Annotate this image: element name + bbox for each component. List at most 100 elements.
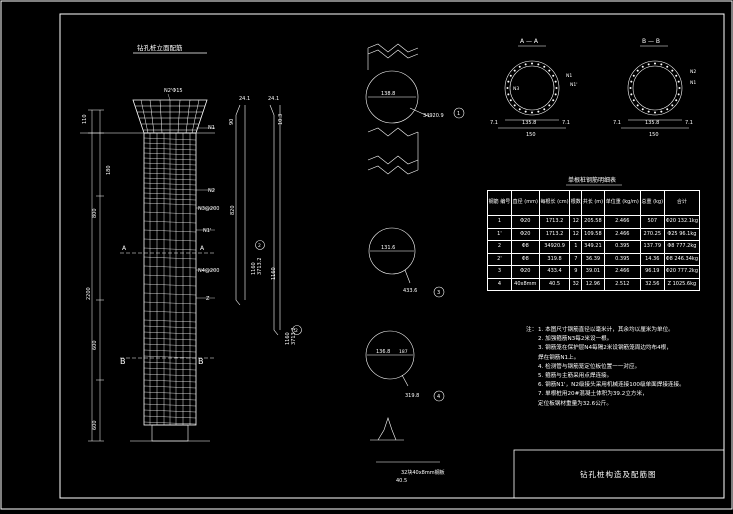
dim-3713-a: 3713.2 bbox=[257, 258, 263, 276]
note-item: 4. 检测管与钢筋笼定位板位置一一对应。 bbox=[538, 363, 641, 370]
table-cell: 32 bbox=[569, 277, 583, 291]
note-item: 定位板钢材重量为32.6公斤。 bbox=[538, 400, 612, 407]
table-cell: 2.466 bbox=[603, 227, 641, 241]
note-item: 7. 单根桩用20#混凝土体积为39.2立方米， bbox=[538, 391, 648, 398]
dim-2200: 2200 bbox=[86, 287, 92, 300]
dim-180: 180 bbox=[106, 165, 112, 175]
table-cell: 205.58 bbox=[581, 215, 605, 229]
aa-d4: 7.1 bbox=[562, 120, 570, 126]
bb-n2: N2 bbox=[690, 69, 696, 75]
aa-n1p: N1' bbox=[570, 82, 577, 88]
label-n1p: N1' bbox=[203, 228, 211, 234]
table-header: 直径 (mm) bbox=[510, 190, 540, 216]
section-b-left: B bbox=[120, 357, 126, 366]
bb-d3: 7.1 bbox=[613, 120, 621, 126]
table-cell: 0.395 bbox=[603, 240, 641, 254]
table-cell: 7 bbox=[569, 252, 583, 266]
ring1-len: 34920.9 bbox=[423, 113, 444, 119]
title-block bbox=[513, 449, 725, 499]
bar-shapes: 24.1 90 820 1160 3713.2 2 24.1 10.3 1160… bbox=[229, 96, 302, 345]
table-cell: 12.96 bbox=[581, 277, 605, 291]
table-cell: 34920.9 bbox=[538, 240, 571, 254]
table-cell: Φ20 bbox=[510, 227, 540, 241]
table-cell: 2.466 bbox=[603, 265, 641, 279]
inner-border bbox=[59, 13, 725, 499]
table-cell: 36.39 bbox=[581, 252, 605, 266]
table-header: 总重 (kg) bbox=[639, 190, 665, 216]
label-n4: N4@200 bbox=[198, 268, 219, 274]
table-cell: 1713.2 bbox=[538, 215, 571, 229]
table-cell: 39.01 bbox=[581, 265, 605, 279]
plate-dim: 40.5 bbox=[396, 478, 407, 484]
table-cell: 4 bbox=[487, 277, 512, 291]
table-header: 根数 bbox=[569, 190, 583, 216]
aa-n3: N3 bbox=[513, 86, 519, 92]
label-n2: N2 bbox=[208, 188, 215, 194]
table-cell: 2.466 bbox=[603, 215, 641, 229]
note-item: 1. 本图尺寸钢筋直径以毫米计，其余均以厘米为单位。 bbox=[538, 327, 674, 333]
ring3-len: 319.8 bbox=[405, 393, 419, 399]
dim-3713-b: 3713.2 bbox=[291, 328, 297, 346]
ring3-no: 4 bbox=[437, 394, 440, 400]
ring1-no: 1 bbox=[457, 111, 460, 117]
table-cell: 12 bbox=[569, 227, 583, 241]
aa-d2: 150 bbox=[526, 132, 536, 138]
drawing-title: 钻孔桩构造及配筋图 bbox=[580, 470, 657, 479]
label-n2-top: N2'Φ15 bbox=[164, 88, 183, 94]
table-cell: 14.36 bbox=[639, 252, 665, 266]
table-cell: 2' bbox=[487, 252, 512, 266]
table-cell: 32.56 bbox=[639, 277, 665, 291]
bb-d2: 150 bbox=[649, 132, 659, 138]
label-z: Z bbox=[206, 296, 210, 302]
table-cell: 1 bbox=[569, 240, 583, 254]
table-cell: 9 bbox=[569, 265, 583, 279]
dim-10-3: 10.3 bbox=[278, 114, 284, 125]
dim-1603: 1160 bbox=[271, 267, 277, 280]
ring2-len: 433.6 bbox=[403, 288, 417, 294]
aa-n1: N1 bbox=[566, 73, 572, 79]
note-item: 5. 箍筋与主筋采用点焊连接。 bbox=[538, 373, 613, 380]
aa-d3: 7.1 bbox=[490, 120, 498, 126]
table-header: 钢筋 编号 bbox=[487, 190, 512, 216]
table-cell: Φ8 bbox=[510, 252, 540, 266]
ring2-dia: 131.6 bbox=[381, 245, 395, 251]
table-cell: Φ8 777.2kg bbox=[663, 240, 701, 254]
note-item: 3. 钢筋笼在保护层N4每隔2米设钢筋笼周边均布4根， bbox=[538, 345, 672, 352]
table-header: 单位重 (kg/m) bbox=[603, 190, 641, 216]
plate-label: 32块40x8mm钢板 bbox=[401, 469, 445, 476]
table-cell: 349.21 bbox=[581, 240, 605, 254]
section-b-right: B bbox=[198, 357, 204, 366]
notes: 注： 1. 本图尺寸钢筋直径以毫米计，其余均以厘米为单位。2. 加强箍筋N3每2… bbox=[526, 326, 685, 409]
table-cell: 270.25 bbox=[639, 227, 665, 241]
table-cell: 319.8 bbox=[538, 252, 571, 266]
rings: 138.8 34920.9 1 131.6 433.6 3 136.8 187 … bbox=[365, 43, 465, 484]
dim-600a: 600 bbox=[92, 340, 98, 350]
dim-800: 800 bbox=[92, 208, 98, 218]
table-cell: 40.5 bbox=[538, 277, 571, 291]
dim-600b: 600 bbox=[92, 420, 98, 430]
ring3-angle: 187 bbox=[399, 349, 408, 355]
table-header: 共长 (m) bbox=[581, 190, 605, 216]
bb-d1: 135.8 bbox=[645, 120, 659, 126]
table-cell: 96.19 bbox=[639, 265, 665, 279]
table-header-row: 钢筋 编号 直径 (mm) 每根长 (cm) 根数 共长 (m) 单位重 (kg… bbox=[487, 190, 701, 216]
dim-24-1-b: 24.1 bbox=[268, 96, 279, 102]
table-cell: Φ8 246.34kg bbox=[663, 252, 701, 266]
dim-90-a: 90 bbox=[229, 119, 235, 125]
note-item: 2. 加强箍筋N3每2米设一根。 bbox=[538, 336, 613, 343]
table-cell: 0.395 bbox=[603, 252, 641, 266]
table-cell: 109.58 bbox=[581, 227, 605, 241]
pile-elevation: 钻孔桩立面配筋 bbox=[80, 43, 219, 442]
label-n3: N3@200 bbox=[198, 206, 219, 212]
aa-title: A — A bbox=[520, 38, 539, 45]
note-item: 焊在钢筋N1上。 bbox=[538, 354, 580, 361]
